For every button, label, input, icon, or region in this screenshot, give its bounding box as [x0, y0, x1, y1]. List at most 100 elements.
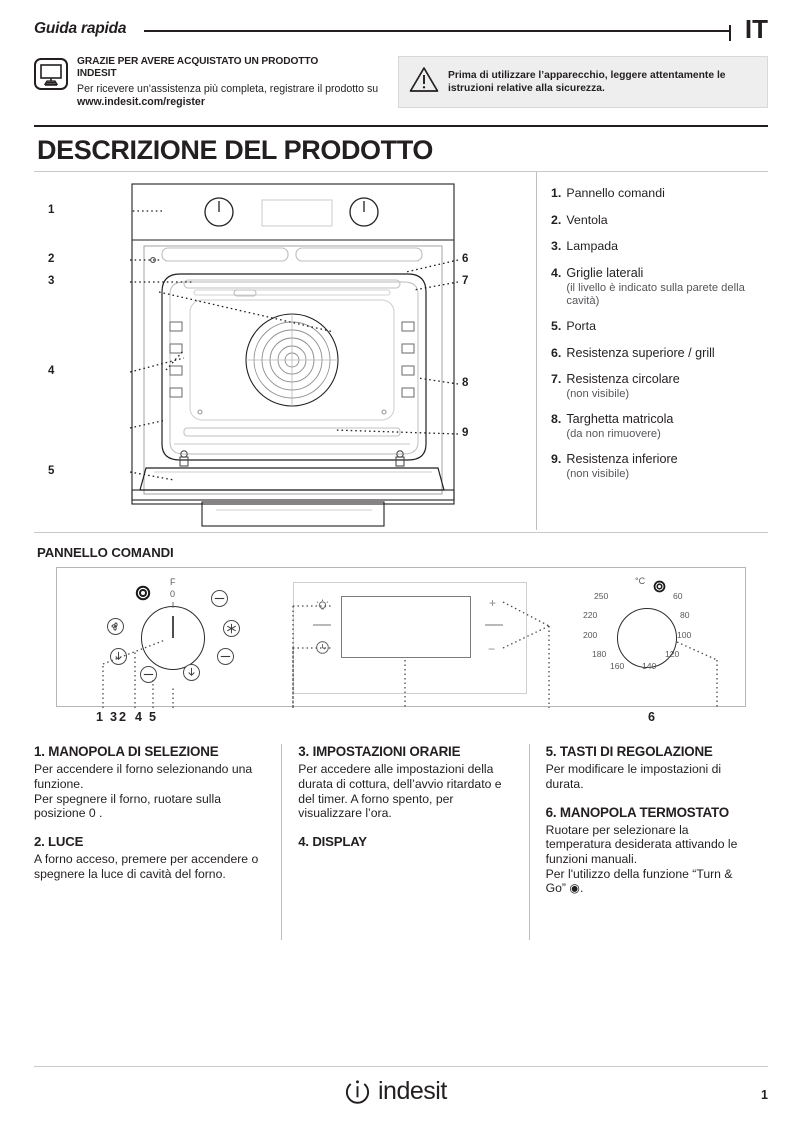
thank-you-title-line1: GRAZIE PER AVERE ACQUISTATO UN PRODOTTO	[77, 56, 319, 67]
control-panel-leader-lines	[102, 601, 718, 709]
oven-callout-8: 8	[462, 377, 469, 390]
registration-sentence: Per ricevere un'assistenza più completa,…	[77, 82, 379, 95]
selector-knob-f-label: F	[170, 577, 176, 588]
feature-label-text: Targhetta matricola	[566, 412, 674, 427]
feature-list: 1. Pannello comandi 2. Ventola 3. Lampad…	[536, 172, 768, 531]
oven-illustration	[129, 183, 459, 527]
oven-diagram: 1 2 3 4 5 6 7 8 9	[34, 172, 534, 530]
desc-body-5: Per modificare le impostazioni di durata…	[545, 762, 722, 791]
page-header: Guida rapida IT	[34, 0, 768, 48]
function-icon-defrost[interactable]	[140, 666, 157, 684]
thank-you-block: GRAZIE PER AVERE ACQUISTATO UN PRODOTTO …	[34, 56, 386, 109]
warning-line-1: Prima di utilizzare l’apparecchio, legge…	[448, 69, 726, 81]
thermostat-temp-200: 200	[583, 630, 598, 641]
feature-item-7: 7. Resistenza circolare (non visibile)	[551, 372, 768, 401]
feature-number: 5.	[551, 319, 562, 334]
oven-callout-9: 9	[462, 427, 469, 440]
desc-title-2: 2. LUCE	[34, 833, 84, 849]
thermostat-temp-140: 140	[642, 661, 657, 672]
thank-you-title-line2: INDESIT	[77, 68, 117, 80]
warning-line-2: istruzioni relative alla sicurezza.	[448, 83, 605, 94]
feature-label: Resistenza circolare (non visibile)	[566, 372, 679, 401]
desc-title-1: 1. MANOPOLA DI SELEZIONE	[34, 744, 219, 760]
oven-callout-1: 1	[48, 204, 55, 217]
feature-item-4: 4. Griglie laterali (il livello è indica…	[551, 266, 768, 308]
display-screen	[341, 596, 471, 659]
function-icon-bottom-heat[interactable]	[110, 648, 127, 666]
description-column-3: 5. TASTI DI REGOLAZIONE Per modificare l…	[528, 744, 768, 941]
oven-callout-4: 4	[48, 365, 55, 378]
feature-number: 9.	[551, 452, 562, 467]
desc-title-6: 6. MANOPOLA TERMOSTATO	[545, 804, 730, 820]
thermostat-unit-label: °C	[635, 576, 646, 587]
control-panel-number-labels: 1 3 2 4 5 6	[56, 710, 746, 734]
selector-knob-off-label: 0	[170, 589, 176, 600]
thermostat-temp-180: 180	[592, 649, 607, 660]
lamp-icon[interactable]	[315, 598, 330, 619]
thermostat-temp-60: 60	[673, 591, 683, 602]
indesit-mark-icon	[344, 1078, 371, 1105]
header-rule	[144, 25, 731, 41]
feature-label: Griglie laterali (il livello è indicato …	[566, 266, 768, 308]
display-button-divider-right	[485, 624, 503, 626]
description-columns: 1. MANOPOLA DI SELEZIONE Per accendere i…	[34, 744, 768, 941]
feature-number: 8.	[551, 412, 562, 427]
thermostat-knob[interactable]	[617, 608, 677, 669]
feature-item-2: 2. Ventola	[551, 213, 768, 229]
feature-label: Resistenza superiore / grill	[566, 345, 715, 360]
feature-subnote: (da non rimuovere)	[566, 427, 661, 440]
feature-label-text: Griglie laterali	[566, 265, 644, 280]
function-icon-static[interactable]	[217, 648, 234, 666]
panel-number-5: 5	[149, 710, 157, 725]
panel-number-1: 1	[96, 710, 104, 725]
feature-label: Resistenza inferiore (non visibile)	[566, 452, 677, 481]
feature-item-3: 3. Lampada	[551, 239, 768, 255]
feature-subnote: (non visibile)	[566, 467, 630, 480]
feature-label: Pannello comandi	[566, 186, 665, 201]
control-panel-heading: PANNELLO COMANDI	[37, 545, 174, 561]
thermostat-temp-80: 80	[680, 610, 690, 621]
selector-knob-markings	[172, 602, 174, 639]
turn-and-go-icon[interactable]	[135, 585, 151, 606]
safety-warning-text: Prima di utilizzare l’apparecchio, legge…	[448, 69, 726, 95]
desc-title-5: 5. TASTI DI REGOLAZIONE	[545, 744, 713, 760]
function-icon-pizza[interactable]	[183, 664, 200, 682]
oven-callout-7: 7	[462, 275, 469, 288]
page-number: 1	[761, 1088, 768, 1102]
feature-number: 6.	[551, 345, 562, 360]
function-icon-fan-assisted[interactable]	[107, 618, 124, 636]
guide-title: Guida rapida	[34, 20, 127, 37]
function-icon-grill[interactable]	[211, 590, 228, 608]
feature-label: Targhetta matricola (da non rimuovere)	[566, 412, 673, 441]
product-block-rule	[34, 532, 768, 534]
feature-label: Porta	[566, 319, 596, 334]
safety-warning-box: Prima di utilizzare l’apparecchio, legge…	[398, 56, 768, 108]
thermostat-temp-220: 220	[583, 610, 598, 621]
panel-number-2: 2	[119, 710, 127, 725]
turn-and-go-icon[interactable]	[653, 580, 666, 598]
display-minus-button[interactable]: −	[488, 642, 496, 657]
feature-number: 4.	[551, 265, 562, 280]
desc-title-3: 3. IMPOSTAZIONI ORARIE	[298, 744, 461, 760]
feature-label: Ventola	[566, 212, 608, 227]
feature-label-text: Resistenza inferiore	[566, 452, 678, 467]
thermostat-temp-250: 250	[594, 591, 609, 602]
description-column-2: 3. IMPOSTAZIONI ORARIE Per accedere alle…	[281, 744, 528, 941]
panel-number-6: 6	[648, 710, 656, 725]
control-panel-diagram: F 0	[56, 567, 746, 709]
footer-rule	[34, 1066, 768, 1067]
thermostat-temp-100: 100	[677, 630, 692, 641]
feature-number: 3.	[551, 239, 562, 254]
feature-number: 2.	[551, 212, 562, 227]
feature-item-9: 9. Resistenza inferiore (non visibile)	[551, 452, 768, 481]
oven-callout-3: 3	[48, 275, 55, 288]
page-title: DESCRIZIONE DEL PRODOTTO	[37, 135, 433, 166]
display-plus-button[interactable]: +	[489, 596, 497, 611]
function-icon-convection[interactable]	[223, 620, 240, 638]
desc-body-2: A forno acceso, premere per accendere o …	[34, 851, 259, 881]
desc-body-6: Ruotare per selezionare la temperatura d…	[545, 822, 738, 896]
registration-url[interactable]: www.indesit.com/register	[77, 96, 205, 109]
feature-item-8: 8. Targhetta matricola (da non rimuovere…	[551, 412, 768, 441]
thermostat-temp-120: 120	[665, 649, 680, 660]
